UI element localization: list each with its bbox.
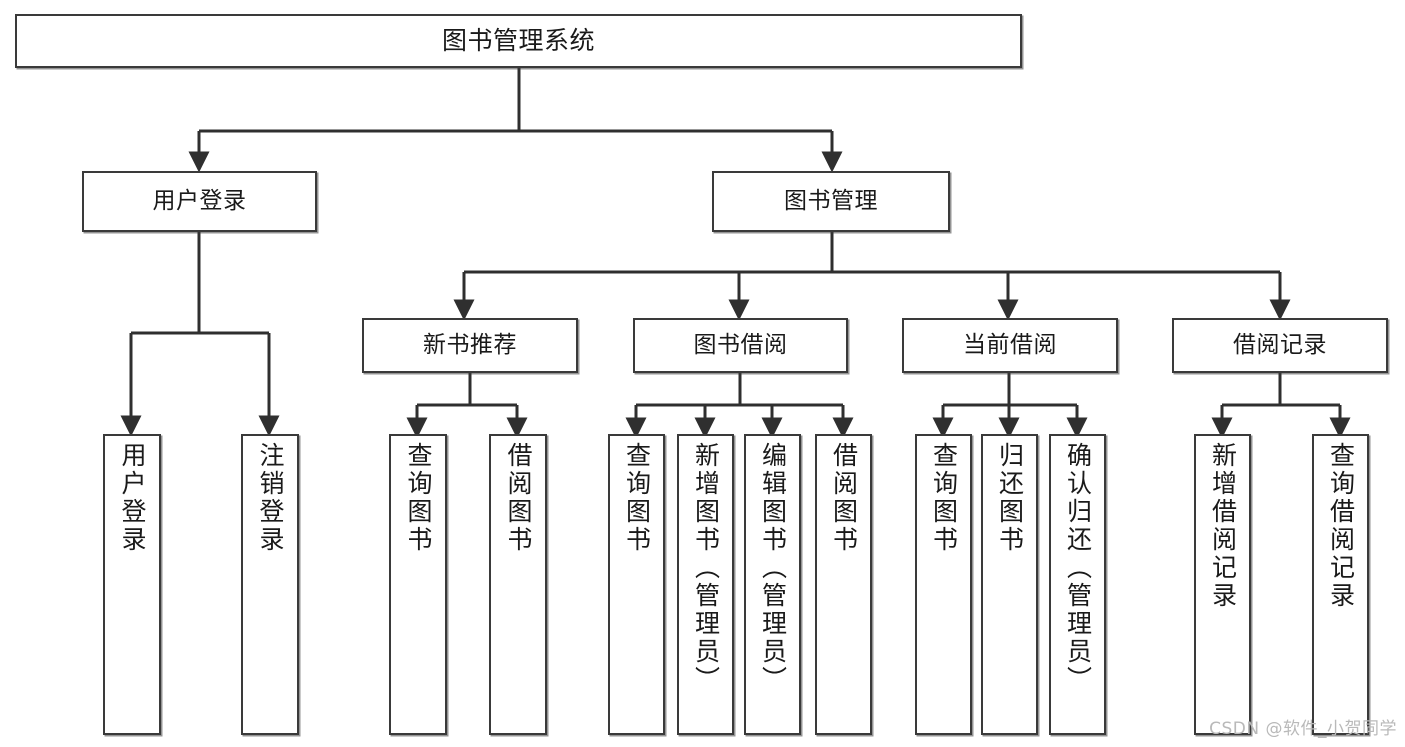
node-leaf-add-record[interactable]: 新增借阅记录 — [1194, 434, 1251, 735]
node-leaf-edit-book[interactable]: 编辑图书（管理员） — [744, 434, 801, 735]
node-book-management[interactable]: 图书管理 — [712, 171, 950, 232]
node-leaf-logout-login[interactable]: 注销登录 — [241, 434, 299, 735]
node-borrow-record[interactable]: 借阅记录 — [1172, 318, 1388, 373]
node-leaf-query-book-1[interactable]: 查询图书 — [389, 434, 447, 735]
node-book-borrow[interactable]: 图书借阅 — [633, 318, 848, 373]
node-leaf-user-login[interactable]: 用户登录 — [103, 434, 161, 735]
node-book-management-label: 图书管理 — [784, 187, 878, 214]
node-leaf-query-record-label: 查询借阅记录 — [1326, 442, 1356, 610]
node-book-borrow-label: 图书借阅 — [693, 331, 788, 358]
node-user-login-label: 用户登录 — [152, 187, 247, 214]
node-leaf-logout-login-label: 注销登录 — [256, 442, 285, 554]
node-new-book-recommend-label: 新书推荐 — [423, 331, 517, 358]
node-leaf-query-book-3[interactable]: 查询图书 — [915, 434, 972, 735]
node-leaf-query-book-3-label: 查询图书 — [929, 442, 959, 554]
node-leaf-borrow-book-1-label: 借阅图书 — [504, 442, 533, 554]
node-leaf-add-book[interactable]: 新增图书（管理员） — [677, 434, 734, 735]
node-leaf-confirm-return[interactable]: 确认归还（管理员） — [1049, 434, 1106, 735]
node-leaf-add-record-label: 新增借阅记录 — [1208, 442, 1238, 610]
node-leaf-query-book-2[interactable]: 查询图书 — [608, 434, 665, 735]
node-root[interactable]: 图书管理系统 — [15, 14, 1022, 68]
node-leaf-user-login-label: 用户登录 — [118, 442, 147, 554]
watermark-text: CSDN @软件_小贺同学 — [1209, 719, 1397, 739]
node-leaf-query-book-2-label: 查询图书 — [622, 442, 652, 554]
node-user-login[interactable]: 用户登录 — [82, 171, 317, 232]
node-leaf-borrow-book-2-label: 借阅图书 — [829, 442, 859, 554]
node-new-book-recommend[interactable]: 新书推荐 — [362, 318, 578, 373]
node-leaf-edit-book-label: 编辑图书（管理员） — [758, 442, 788, 694]
node-leaf-return-book[interactable]: 归还图书 — [981, 434, 1038, 735]
node-borrow-record-label: 借阅记录 — [1233, 331, 1327, 358]
node-root-label: 图书管理系统 — [441, 26, 595, 56]
node-leaf-borrow-book-1[interactable]: 借阅图书 — [489, 434, 547, 735]
node-leaf-add-book-label: 新增图书（管理员） — [691, 442, 721, 694]
node-leaf-query-book-1-label: 查询图书 — [404, 442, 433, 554]
node-current-borrow[interactable]: 当前借阅 — [902, 318, 1118, 373]
node-leaf-confirm-return-label: 确认归还（管理员） — [1063, 442, 1093, 694]
node-leaf-query-record[interactable]: 查询借阅记录 — [1312, 434, 1369, 735]
node-leaf-borrow-book-2[interactable]: 借阅图书 — [815, 434, 872, 735]
node-current-borrow-label: 当前借阅 — [963, 331, 1057, 358]
node-leaf-return-book-label: 归还图书 — [995, 442, 1025, 554]
